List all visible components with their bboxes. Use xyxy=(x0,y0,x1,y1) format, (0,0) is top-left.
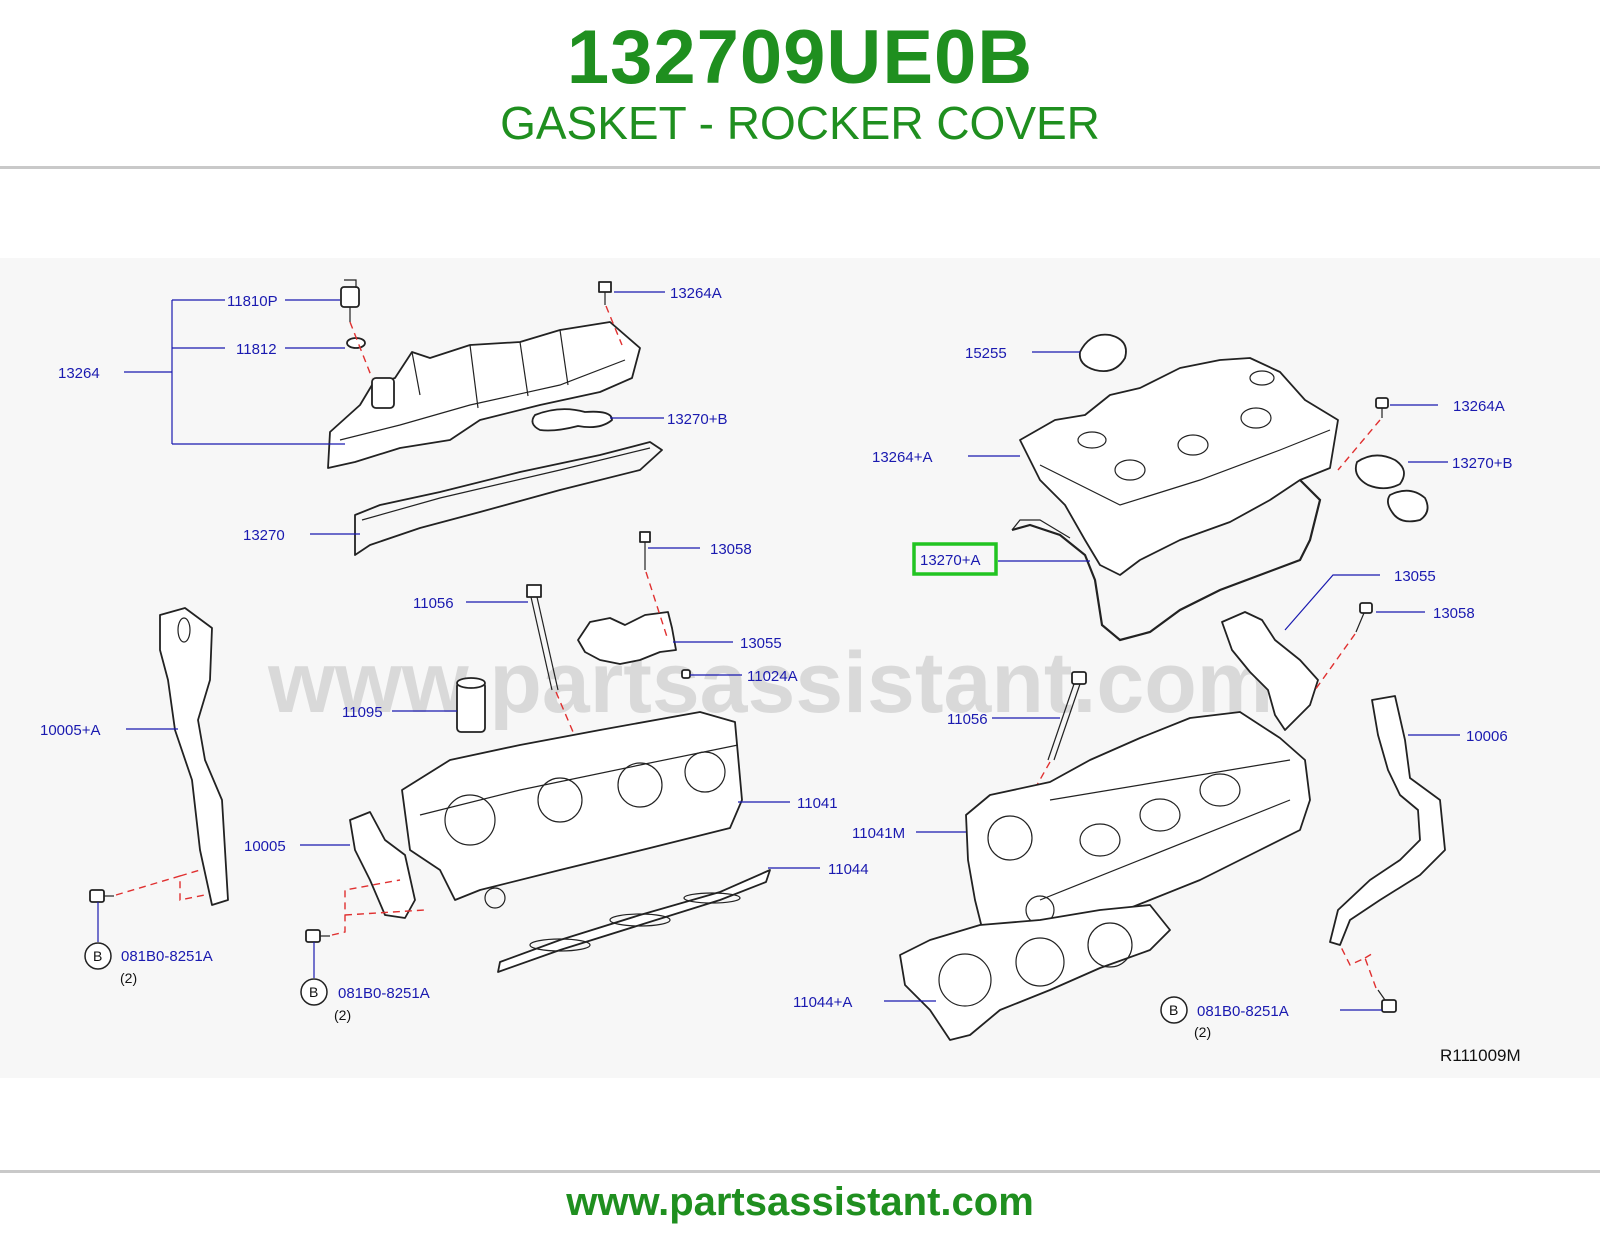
camshaft-bracket-left xyxy=(577,531,677,665)
head-bolt-right xyxy=(1047,671,1087,761)
callout-15255[interactable]: 15255 xyxy=(965,345,1007,362)
b-marker-label: B xyxy=(93,948,102,964)
callout-10006[interactable]: 10006 xyxy=(1466,728,1508,745)
bolt-081b0-left-1 xyxy=(89,889,114,903)
spark-plug-tube-seal-left xyxy=(531,408,613,432)
leader-lines xyxy=(97,291,1460,1011)
bolt-13058-right xyxy=(1355,602,1373,633)
callout-13264a-right[interactable]: 13264A xyxy=(1453,398,1505,415)
bolt-13264a-right xyxy=(1375,397,1389,418)
bolt-081b0-left-2 xyxy=(305,929,330,943)
valve-lifter-left xyxy=(456,677,486,733)
rocker-cover-right xyxy=(1019,357,1339,576)
callout-11056-left[interactable]: 11056 xyxy=(413,595,454,612)
bolt-quantity-right: (2) xyxy=(1194,1024,1211,1040)
head-bolt-left xyxy=(526,584,559,691)
callout-11044-a[interactable]: 11044+A xyxy=(793,994,852,1011)
callout-11810p[interactable]: 11810P xyxy=(227,293,278,310)
bolt-13264a-left xyxy=(598,281,612,305)
seal-ring-left xyxy=(346,337,366,349)
rocker-cover-gasket-left xyxy=(354,441,663,556)
b-marker-icon xyxy=(84,942,112,970)
bolt-quantity-left-1: (2) xyxy=(120,970,137,986)
callout-13264[interactable]: 13264 xyxy=(58,365,100,382)
part-number-title: 132709UE0B xyxy=(566,15,1034,100)
bolt-quantity-left-2: (2) xyxy=(334,1007,351,1023)
rocker-cover-left xyxy=(327,321,641,469)
b-marker-label: B xyxy=(1169,1002,1178,1018)
callout-13264a-left[interactable]: 13264A xyxy=(670,285,722,302)
cylinder-head-left xyxy=(401,711,743,909)
breather-valve-left xyxy=(340,279,360,322)
b-marker-icon xyxy=(300,978,328,1006)
callout-11095[interactable]: 11095 xyxy=(342,704,383,721)
bolt-081b0-right xyxy=(1377,989,1397,1013)
callout-13055-right[interactable]: 13055 xyxy=(1394,568,1436,585)
plug-11024a xyxy=(681,669,691,679)
callout-11024a[interactable]: 11024A xyxy=(747,668,798,685)
part-description-title: GASKET - ROCKER COVER xyxy=(500,97,1100,149)
footer-divider xyxy=(0,1170,1600,1173)
callout-10005[interactable]: 10005 xyxy=(244,838,286,855)
callout-081b0-8251a-left-1: 081B0-8251A xyxy=(121,948,213,965)
callout-11056-right[interactable]: 11056 xyxy=(947,711,988,728)
callout-13270-b-left[interactable]: 13270+B xyxy=(667,411,727,428)
head-gasket-right xyxy=(899,904,1171,1041)
engine-bracket-10005-a xyxy=(159,607,229,906)
spark-plug-tube-seal-right xyxy=(1354,454,1429,523)
callout-11812[interactable]: 11812 xyxy=(236,341,277,358)
callout-11044[interactable]: 11044 xyxy=(828,861,869,878)
b-marker-label: B xyxy=(309,984,318,1000)
footer-website-link[interactable]: www.partsassistant.com xyxy=(566,1180,1034,1224)
callout-13270[interactable]: 13270 xyxy=(243,527,285,544)
camshaft-bracket-right xyxy=(1221,611,1319,731)
highlight-box-13270-a xyxy=(912,542,998,576)
watermark-text: www.partsassistant.com xyxy=(267,635,1273,731)
engine-bracket-10006 xyxy=(1329,695,1446,946)
callout-13058-left[interactable]: 13058 xyxy=(710,541,752,558)
callout-13270-a[interactable]: 13270+A xyxy=(920,552,980,569)
bolt-callout-right[interactable]: B 081B0-8251A (2) xyxy=(1160,996,1289,1040)
diagram-reference-code: R111009M xyxy=(1440,1046,1521,1065)
engine-bracket-10005 xyxy=(349,811,416,919)
callout-11041m[interactable]: 11041M xyxy=(852,825,905,842)
callout-10005-a[interactable]: 10005+A xyxy=(40,722,100,739)
header: 132709UE0B GASKET - ROCKER COVER xyxy=(0,0,1600,170)
callout-11041[interactable]: 11041 xyxy=(797,795,838,812)
callout-13264-a[interactable]: 13264+A xyxy=(872,449,932,466)
callout-13270-b-right[interactable]: 13270+B xyxy=(1452,455,1512,472)
callout-13058-right[interactable]: 13058 xyxy=(1433,605,1475,622)
callout-081b0-8251a-right: 081B0-8251A xyxy=(1197,1003,1289,1020)
bolt-callout-left-2[interactable]: B 081B0-8251A (2) xyxy=(300,978,430,1023)
bolt-callout-left-1[interactable]: B 081B0-8251A (2) xyxy=(84,942,213,986)
callout-081b0-8251a-left-2: 081B0-8251A xyxy=(338,985,430,1002)
header-divider xyxy=(0,166,1600,169)
b-marker-icon xyxy=(1160,996,1188,1024)
oil-filler-cap xyxy=(1078,333,1127,373)
callout-13055-left[interactable]: 13055 xyxy=(740,635,782,652)
rocker-cover-gasket-right xyxy=(1011,479,1322,642)
head-gasket-left xyxy=(497,869,771,973)
